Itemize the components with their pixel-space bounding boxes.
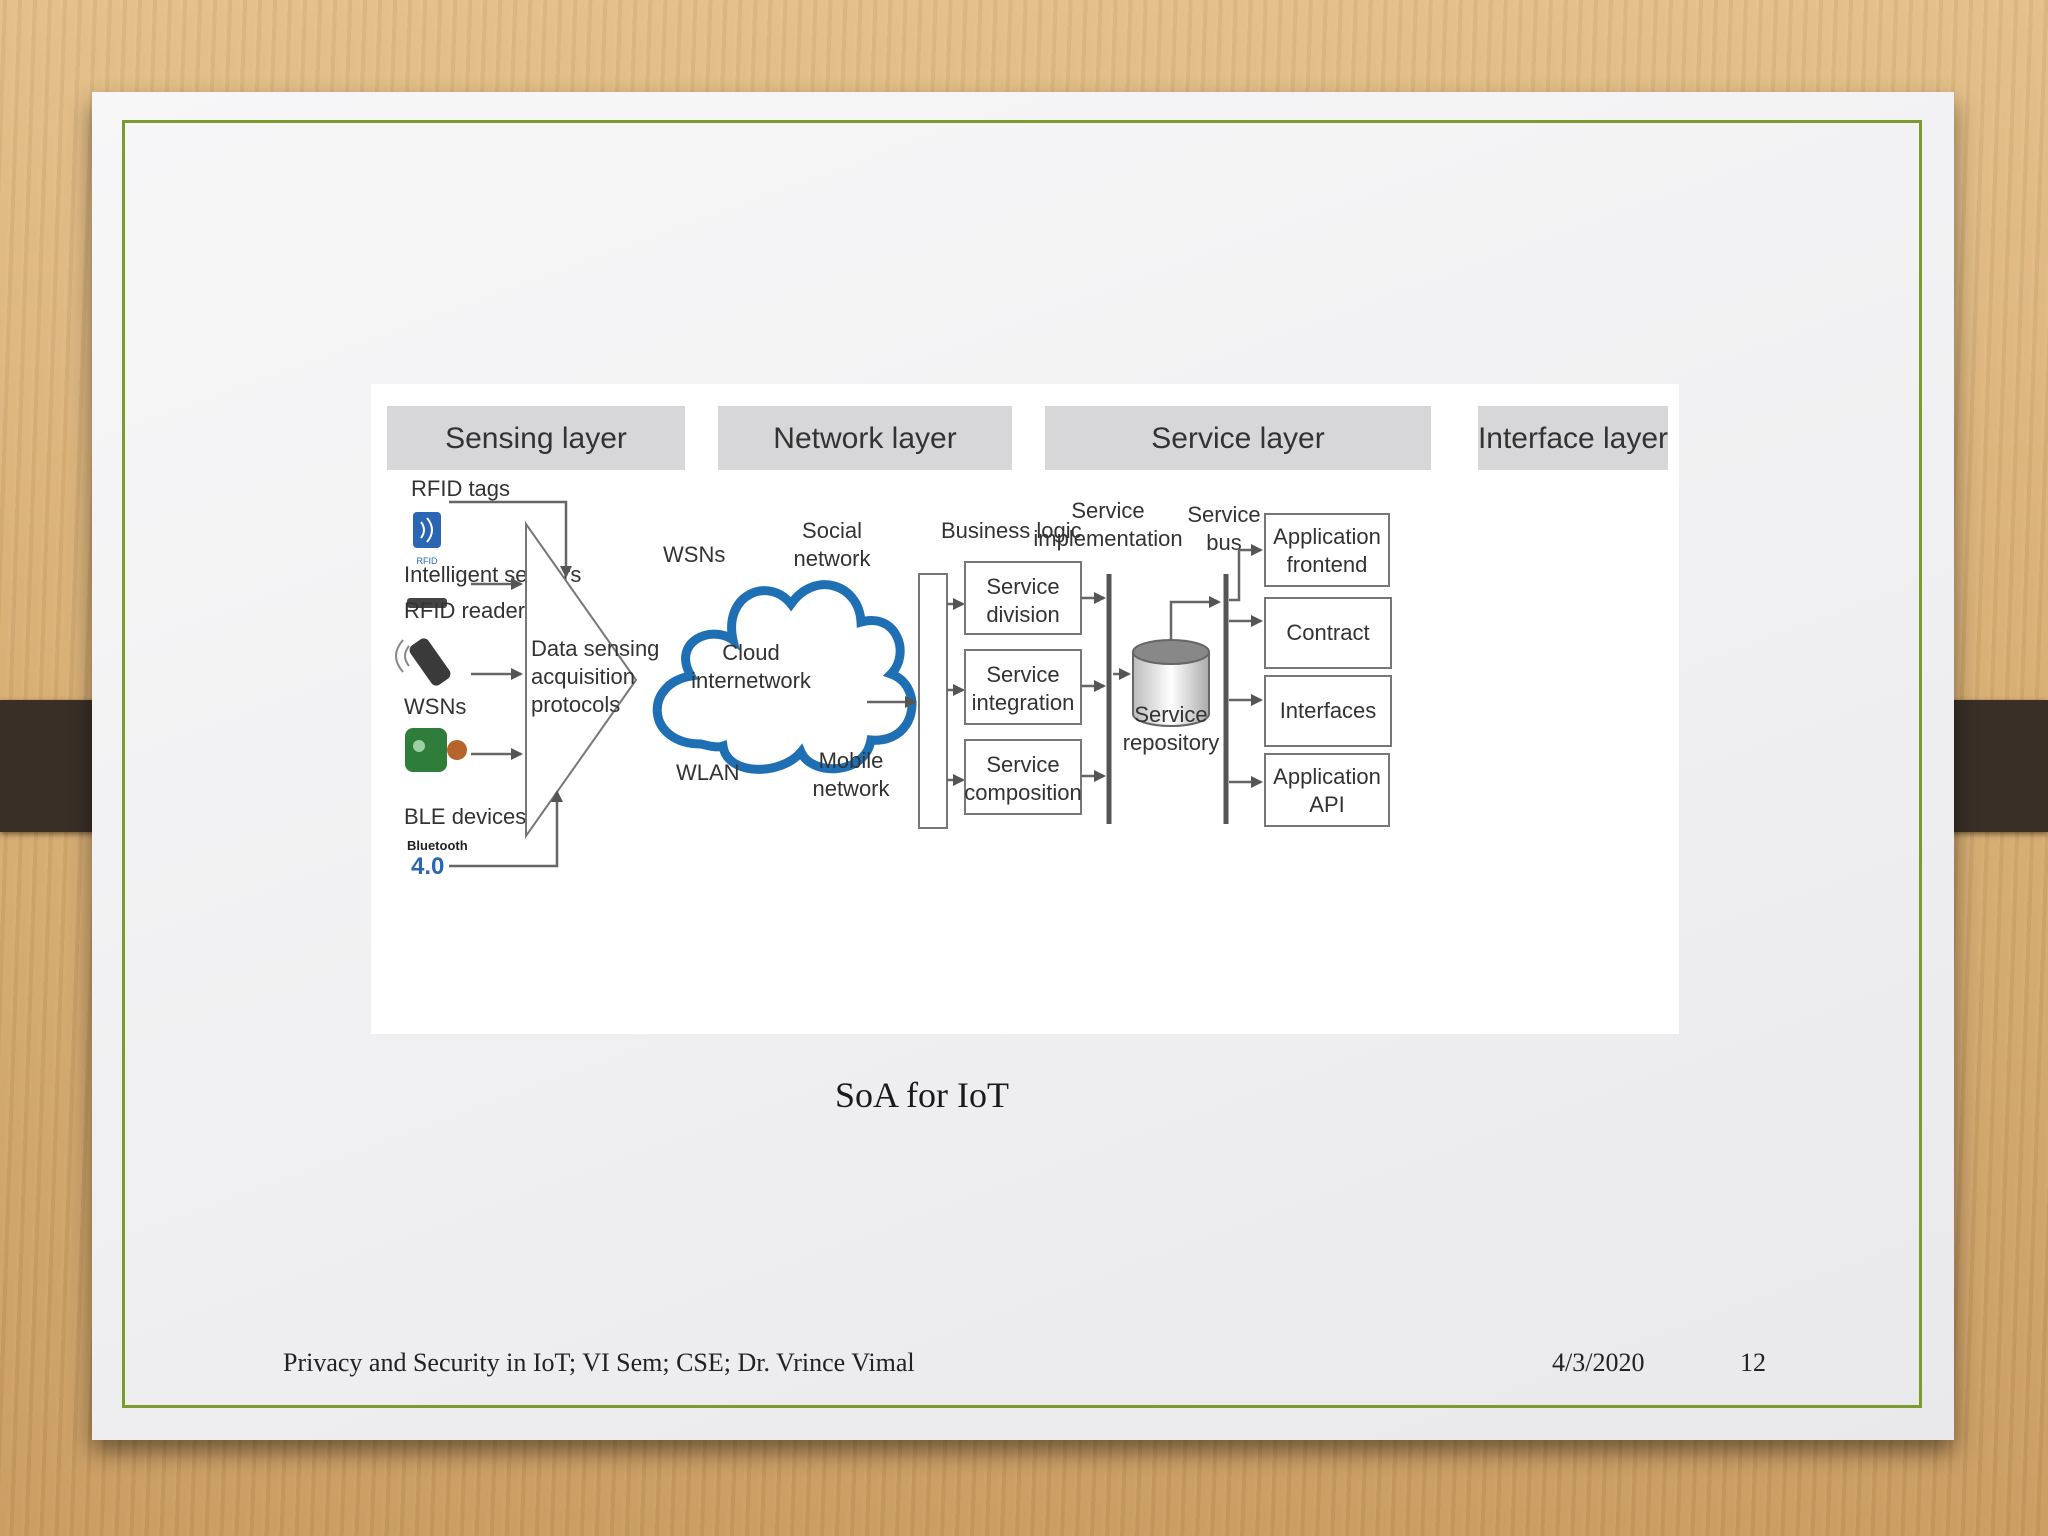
app-api-box: Application API [1264,753,1390,827]
cloud-shape [652,580,917,774]
bluetooth-logo-text: Bluetooth [407,838,468,853]
contract-box: Contract [1264,597,1392,669]
layer-interface-label: Interface layer [1478,422,1668,455]
layer-header-network: Network layer [718,406,1012,470]
layer-service-label: Service layer [1151,422,1324,455]
network-mobile-line-1: Mobile [819,748,884,773]
contract-label: Contract [1286,620,1369,645]
network-social-line-2: network [793,546,871,571]
wsn-board-icon [405,728,467,772]
protocol-line-2: acquisition [531,664,635,689]
interfaces-label: Interfaces [1280,698,1377,723]
sensor-icon [407,598,447,608]
service-integration-line-1: Service [986,662,1059,687]
footer-date: 4/3/2020 [1552,1348,1645,1377]
bluetooth-version: 4.0 [411,853,444,880]
network-wlan-label: WLAN [676,760,740,785]
business-logic-label: Business logic [941,518,1082,543]
service-bus-line-1: Service [1187,502,1260,527]
service-impl-line-1: Service [1071,498,1144,523]
cloud-line-2: internetwork [691,668,812,693]
repository-line-2: repository [1123,730,1220,755]
cloud-line-1: Cloud [722,640,779,665]
device-wsns: WSNs [404,694,466,719]
bluetooth-icon: Bluetooth 4.0 [407,838,468,880]
layer-header-interface: Interface layer [1478,406,1668,470]
soa-iot-diagram: Sensing layer Network layer Service laye… [371,384,1679,1034]
rfid-logo-text: RFID [417,556,438,566]
layer-header-service: Service layer [1045,406,1431,470]
service-division-line-2: division [986,602,1059,627]
protocol-line-1: Data sensing [531,636,659,661]
app-api-line-1: Application [1273,764,1381,789]
footer-course: Privacy and Security in IoT; VI Sem; CSE… [283,1348,915,1377]
device-rfid-readers: RFID readers [404,598,536,623]
service-division-box: Service division [964,561,1082,635]
rfid-tag-icon: RFID [413,512,441,566]
service-integration-box: Service integration [964,649,1082,725]
interfaces-box: Interfaces [1264,675,1392,747]
business-logic-arrows [947,598,965,786]
service-repository-cylinder: Service repository [1123,639,1220,755]
service-composition-line-2: composition [964,780,1081,805]
network-mobile-line-2: network [812,776,890,801]
protocol-line-3: protocols [531,692,620,717]
device-ble: BLE devices [404,804,526,829]
repository-line-1: Service [1134,702,1207,727]
service-composition-line-1: Service [986,752,1059,777]
service-bus-line-2: bus [1206,530,1241,555]
device-rfid-tags: RFID tags [411,476,510,501]
app-frontend-line-1: Application [1273,524,1381,549]
service-box-arrows [1081,592,1131,782]
figure-caption: SoA for IoT [835,1075,1009,1115]
service-division-line-1: Service [986,574,1059,599]
business-logic-bar [918,573,948,829]
layer-header-sensing: Sensing layer [387,406,685,470]
footer-page-number: 12 [1740,1348,1766,1377]
bus-arrows [1229,544,1263,788]
network-wsns-label: WSNs [663,542,725,567]
service-impl-line-2: implementation [1033,526,1182,551]
app-frontend-box: Application frontend [1264,513,1390,587]
layer-sensing-label: Sensing layer [445,422,627,455]
service-integration-line-2: integration [972,690,1075,715]
protocol-triangle [525,520,638,840]
service-composition-box: Service composition [964,739,1082,815]
app-frontend-line-2: frontend [1287,552,1368,577]
slide: Sensing layer Network layer Service laye… [92,92,1954,1440]
layer-network-label: Network layer [773,422,956,455]
sensing-arrows [449,500,572,868]
rfid-reader-icon [395,638,451,686]
slide-border-frame [122,120,1922,1408]
repository-to-bus-arrow [1169,596,1221,640]
app-api-line-2: API [1309,792,1344,817]
network-social-line-1: Social [802,518,862,543]
